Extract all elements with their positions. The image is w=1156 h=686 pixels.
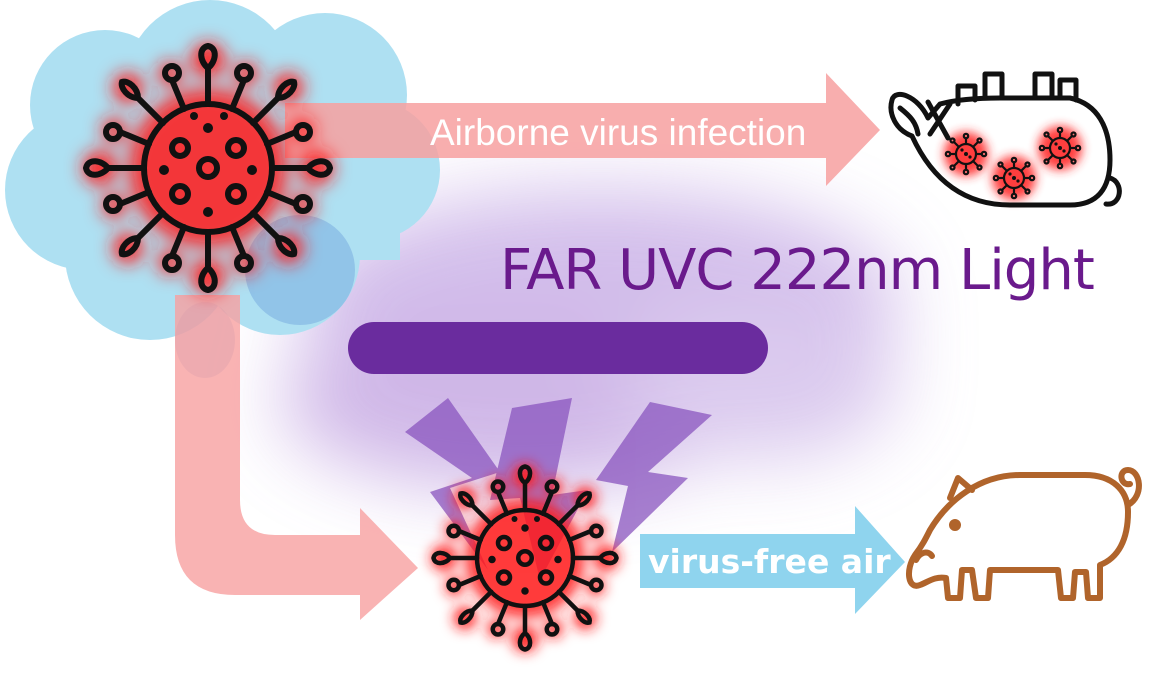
uv-lamp-icon	[348, 322, 768, 374]
arrow-label-virus-free-air: virus-free air	[648, 542, 891, 581]
sick-pig-icon	[888, 71, 1122, 208]
diagram-title: FAR UVC 222nm Light	[500, 238, 1095, 303]
infection-arrow-bottom	[175, 295, 418, 620]
healthy-pig-icon	[906, 467, 1142, 601]
clean-air-arrow	[640, 506, 905, 614]
arrow-label-airborne-infection: Airborne virus infection	[430, 112, 807, 153]
virus-icon-top	[83, 43, 333, 293]
virus-icon-bottom	[431, 464, 619, 652]
infection-arrow-top	[285, 73, 880, 186]
